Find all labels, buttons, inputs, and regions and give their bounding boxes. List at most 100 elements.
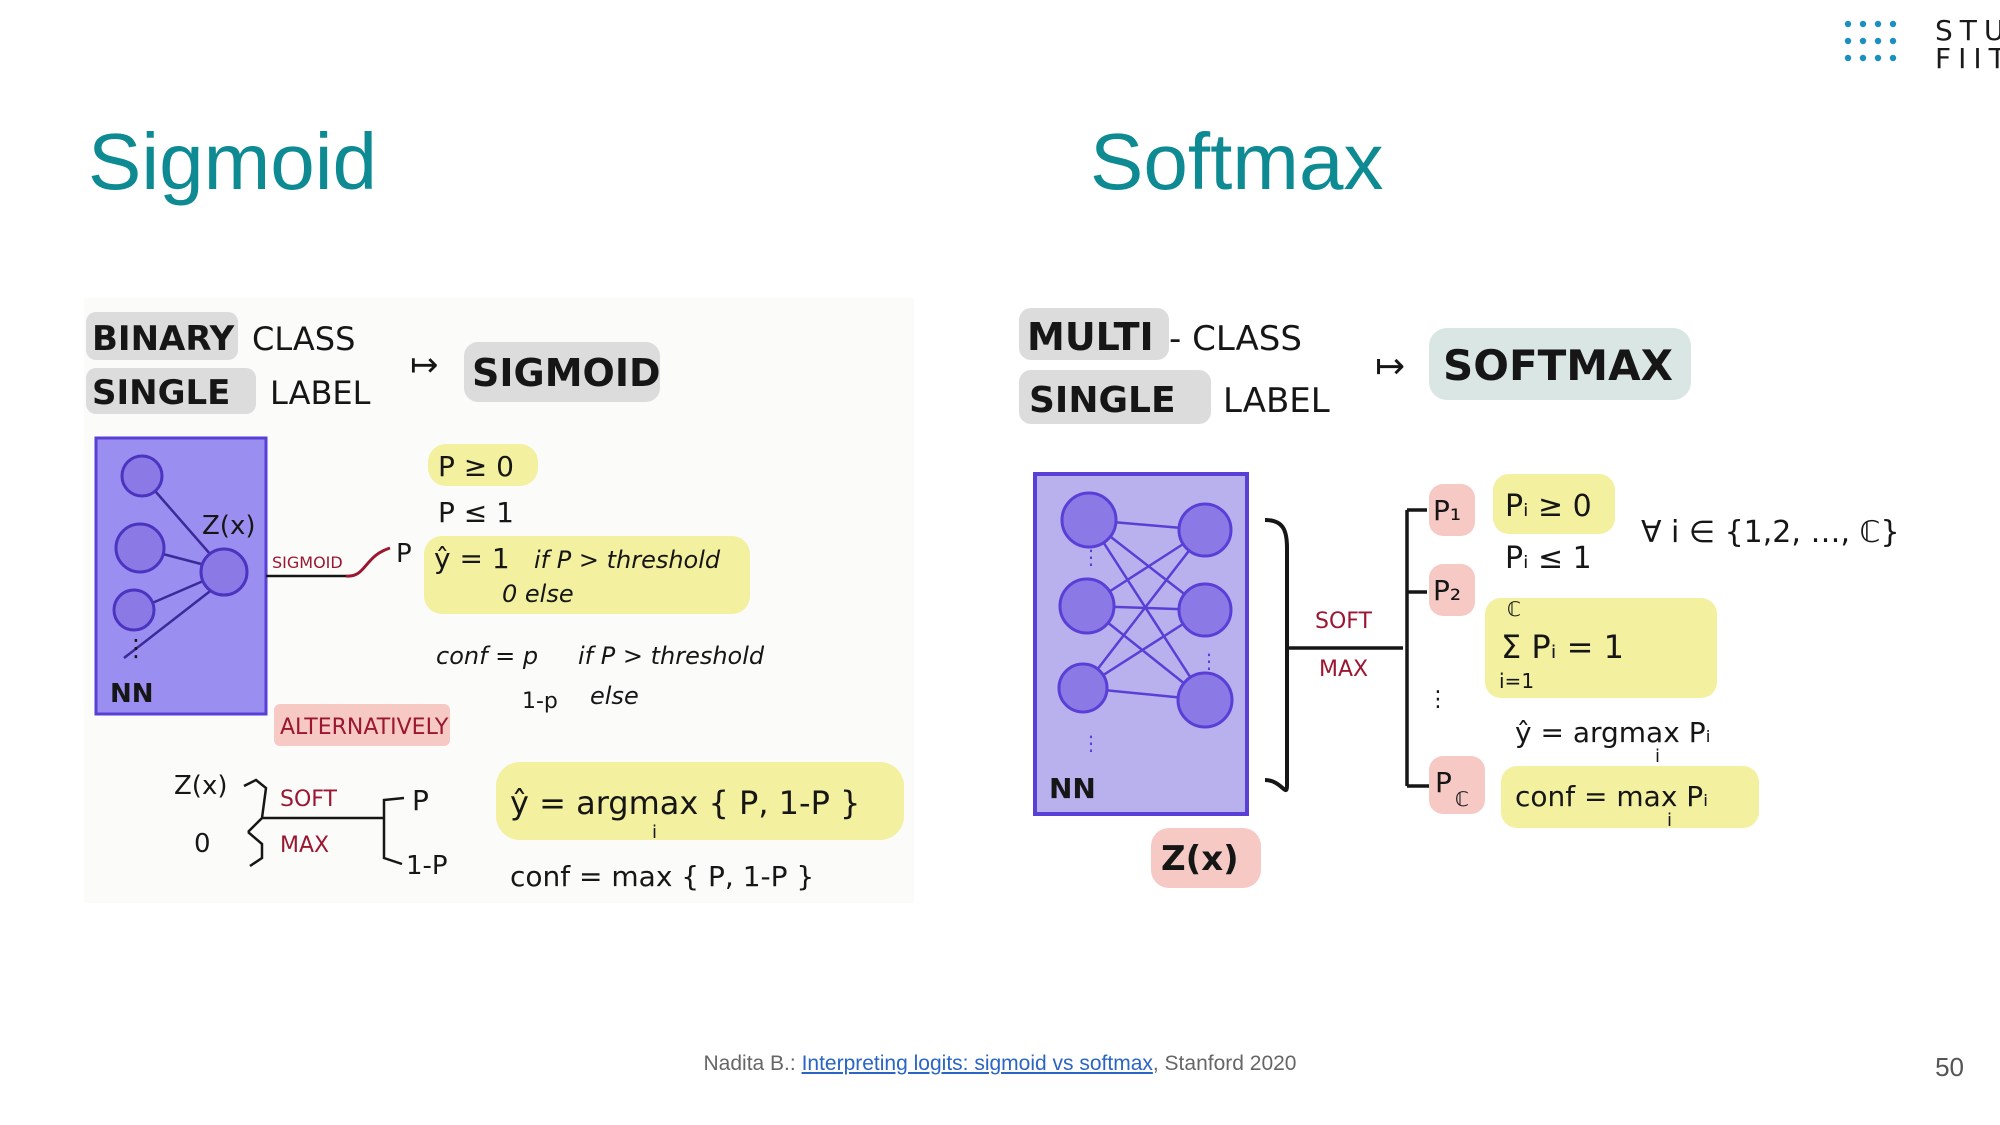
pc-subscript: ℂ bbox=[1455, 787, 1469, 811]
argmax-highlight bbox=[496, 762, 904, 840]
pi-le-text: Pᵢ ≤ 1 bbox=[1505, 541, 1592, 576]
max-label: MAX bbox=[280, 833, 329, 858]
caption-suffix: , Stanford 2020 bbox=[1152, 1052, 1297, 1075]
zx-label: Z(x) bbox=[1161, 839, 1239, 879]
maps-to-arrow: ↦ bbox=[410, 345, 439, 385]
binary-highlight bbox=[86, 312, 238, 360]
conf-sub: i bbox=[1667, 810, 1672, 831]
softmax-label: SOFTMAX bbox=[1443, 341, 1673, 390]
pc-highlight bbox=[1429, 756, 1485, 814]
p2-highlight bbox=[1429, 564, 1475, 616]
one-minus-p-out-label: 1-P bbox=[406, 851, 448, 881]
single-text: SINGLE bbox=[92, 373, 230, 413]
if-threshold-text: if P > threshold bbox=[534, 546, 721, 574]
soft-label: SOFT bbox=[1315, 609, 1373, 634]
alternatively-highlight bbox=[274, 704, 450, 746]
conf-p-text: conf = p bbox=[436, 642, 538, 670]
logo-text-stu: STU bbox=[1935, 14, 2000, 47]
nn-dots: ⋮ bbox=[1081, 731, 1101, 755]
nn-dots: ⋮ bbox=[1199, 649, 1219, 673]
p-le-text: P ≤ 1 bbox=[438, 496, 514, 529]
sigmoid-highlight bbox=[464, 342, 660, 402]
zero-else-text: 0 else bbox=[502, 580, 574, 608]
page-number: 50 bbox=[1935, 1052, 1964, 1082]
logo-text-fiit: FIIT bbox=[1935, 42, 2000, 75]
p-output-label: P bbox=[396, 539, 412, 569]
nn-label: NN bbox=[1049, 772, 1096, 805]
sigmoid-label: SIGMOID bbox=[472, 351, 661, 395]
zx-label: Z(x) bbox=[202, 511, 256, 541]
nn-node bbox=[1176, 671, 1234, 729]
nn-node bbox=[1057, 662, 1109, 714]
nn-node bbox=[120, 454, 164, 498]
nn-node bbox=[1060, 491, 1118, 549]
multi-text: MULTI bbox=[1027, 315, 1154, 359]
multi-highlight bbox=[1019, 308, 1169, 360]
nn-dots: ⋮ bbox=[124, 634, 148, 662]
pi-ge-highlight bbox=[1493, 474, 1615, 534]
stu-fiit-logo: STU FIIT bbox=[1843, 16, 2000, 78]
logo-dots-icon bbox=[1844, 20, 1897, 62]
yhat-sub: i bbox=[1655, 746, 1660, 767]
else-text: else bbox=[590, 682, 639, 710]
pc-label: P bbox=[1435, 766, 1452, 799]
soft-label: SOFT bbox=[280, 787, 338, 812]
zx-highlight bbox=[1151, 828, 1261, 888]
sum-top: ℂ bbox=[1507, 597, 1521, 621]
p-ge-highlight bbox=[428, 444, 538, 486]
nn-output-bracket bbox=[1264, 518, 1289, 793]
p1-highlight bbox=[1429, 484, 1475, 536]
nn-node bbox=[1177, 582, 1233, 638]
nn-node bbox=[1177, 502, 1233, 558]
soft-max-bracket bbox=[243, 778, 384, 868]
yhat-one-text: ŷ = 1 bbox=[434, 542, 510, 575]
nn-node bbox=[1058, 577, 1116, 635]
sum-text: Σ Pᵢ = 1 bbox=[1501, 628, 1624, 666]
softmax-sketch: MULTI - CLASS SINGLE LABEL ↦ SOFTMAX ⋮ ⋮… bbox=[1019, 308, 1900, 888]
nn-node bbox=[114, 522, 166, 574]
argmax-sub: i bbox=[652, 822, 657, 843]
label-text: LABEL bbox=[1223, 381, 1330, 421]
caption-prefix: Nadita B.: bbox=[703, 1052, 802, 1075]
pi-ge-text: Pᵢ ≥ 0 bbox=[1505, 489, 1592, 524]
conf-text: conf = max Pᵢ bbox=[1515, 780, 1708, 813]
class-text: CLASS bbox=[252, 320, 355, 358]
citation-caption: Nadita B.: Interpreting logits: sigmoid … bbox=[0, 1052, 2000, 1076]
class-text: - CLASS bbox=[1169, 319, 1302, 359]
yhat-highlight bbox=[424, 536, 750, 614]
output-fork bbox=[1405, 508, 1431, 788]
softmax-highlight bbox=[1429, 328, 1691, 400]
nn-node bbox=[112, 588, 156, 632]
label-text: LABEL bbox=[270, 374, 371, 412]
p1-label: P₁ bbox=[1433, 494, 1461, 527]
sigmoid-curve bbox=[345, 546, 391, 578]
nn-label: NN bbox=[110, 679, 154, 709]
p-out-label: P bbox=[412, 784, 429, 817]
output-dots: ⋮ bbox=[1427, 687, 1449, 712]
sigmoid-small-label: SIGMOID bbox=[272, 553, 343, 572]
argmax-text: ŷ = argmax { P, 1-P } bbox=[510, 784, 860, 822]
conf-max-text: conf = max { P, 1-P } bbox=[510, 860, 814, 893]
max-label: MAX bbox=[1319, 657, 1368, 682]
zx-input-label: Z(x) bbox=[174, 771, 228, 801]
nn-output-node bbox=[199, 547, 249, 597]
if-threshold-text-2: if P > threshold bbox=[578, 642, 765, 670]
nn-dots: ⋮ bbox=[1081, 545, 1101, 569]
sum-highlight bbox=[1485, 598, 1717, 698]
output-fork bbox=[382, 796, 405, 866]
sum-bottom: i=1 bbox=[1499, 669, 1534, 693]
binary-text: BINARY bbox=[92, 319, 235, 359]
softmax-title: Softmax bbox=[1090, 117, 1384, 206]
one-minus-p-text: 1-p bbox=[522, 689, 558, 714]
sigmoid-sketch: BINARY CLASS SINGLE LABEL ↦ SIGMOID ⋮ Z(… bbox=[86, 312, 904, 893]
sigmoid-title: Sigmoid bbox=[88, 117, 378, 206]
p-ge-text: P ≥ 0 bbox=[438, 450, 514, 483]
alternatively-text: ALTERNATIVELY bbox=[280, 715, 449, 740]
single-highlight bbox=[86, 368, 256, 414]
maps-to-arrow: ↦ bbox=[1375, 346, 1405, 387]
citation-link[interactable]: Interpreting logits: sigmoid vs softmax bbox=[801, 1052, 1153, 1075]
yhat-text: ŷ = argmax Pᵢ bbox=[1515, 716, 1711, 749]
zero-input-label: 0 bbox=[194, 829, 211, 859]
single-text: SINGLE bbox=[1029, 380, 1176, 421]
conf-highlight bbox=[1501, 766, 1759, 828]
